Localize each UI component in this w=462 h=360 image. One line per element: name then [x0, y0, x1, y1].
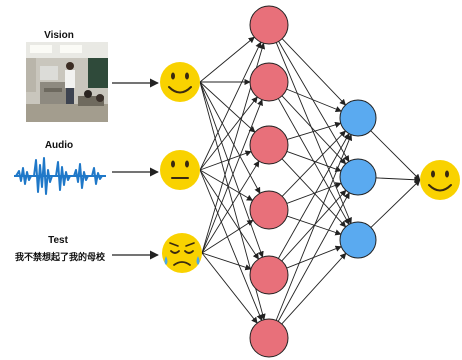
edge-input3-hidden3	[201, 160, 260, 254]
edge-input3-hidden4	[201, 219, 254, 254]
edge-input2-hidden3	[199, 150, 252, 171]
edge-hidden6-output3	[281, 252, 347, 325]
hidden-node-4	[249, 190, 289, 230]
edge-output2-final	[375, 176, 421, 183]
edge-input1-hidden4	[199, 81, 261, 194]
edge-input2-hidden1	[199, 41, 262, 171]
hidden-node-2	[249, 62, 289, 102]
edge-hidden4-output2	[286, 182, 342, 204]
edge-output1-final	[370, 130, 421, 181]
edge-input1-hidden3	[199, 81, 256, 133]
audio-label: Audio	[45, 140, 73, 151]
edge-input2-hidden2	[199, 96, 258, 171]
output-happy-emoji-icon	[420, 160, 460, 200]
edge-hidden1-output1	[281, 38, 346, 106]
edge-input3-hidden5	[201, 252, 252, 271]
edge-input2-hidden5	[199, 169, 259, 260]
edge-hidden5-output1	[277, 133, 350, 259]
vision-label: Vision	[44, 30, 74, 41]
hidden-node-1	[249, 5, 289, 45]
output-node-3	[339, 221, 377, 259]
edge-input3-hidden6	[201, 252, 258, 324]
edge-hidden5-output2	[281, 189, 347, 262]
network-edges	[199, 36, 421, 325]
hidden-node-3	[249, 125, 289, 165]
edge-hidden3-output2	[286, 151, 342, 172]
edge-hidden2-output1	[286, 88, 342, 113]
edge-input2-hidden4	[199, 169, 254, 201]
hidden-node-5	[249, 255, 289, 295]
edge-hidden6-output2	[277, 192, 350, 322]
audio-neutral-emoji-icon	[160, 150, 200, 190]
edge-hidden1-output3	[275, 42, 352, 224]
edge-input3-hidden2	[201, 99, 263, 254]
text-label: Test	[48, 235, 68, 246]
edge-output3-final	[370, 179, 421, 228]
edge-hidden2-output2	[281, 95, 347, 165]
vision-photo	[26, 42, 108, 122]
audio-waveform	[14, 157, 106, 195]
edge-hidden3-output1	[287, 121, 342, 140]
text-sentence: 我不禁想起了我的母校	[15, 251, 106, 263]
output-node-1	[339, 99, 377, 137]
hidden-node-6	[249, 318, 289, 358]
edge-hidden1-output2	[278, 41, 350, 163]
edge-hidden3-output3	[281, 158, 347, 228]
output-node-2	[339, 158, 377, 196]
edge-hidden4-output1	[281, 130, 346, 197]
edge-input1-hidden5	[199, 81, 264, 258]
edge-input2-hidden6	[199, 169, 263, 322]
vision-happy-emoji-icon	[160, 62, 200, 102]
text-sad-emoji-icon	[162, 233, 202, 273]
edge-input1-hidden1	[199, 36, 255, 83]
network-nodes	[249, 5, 377, 358]
edge-hidden6-output1	[275, 134, 353, 321]
